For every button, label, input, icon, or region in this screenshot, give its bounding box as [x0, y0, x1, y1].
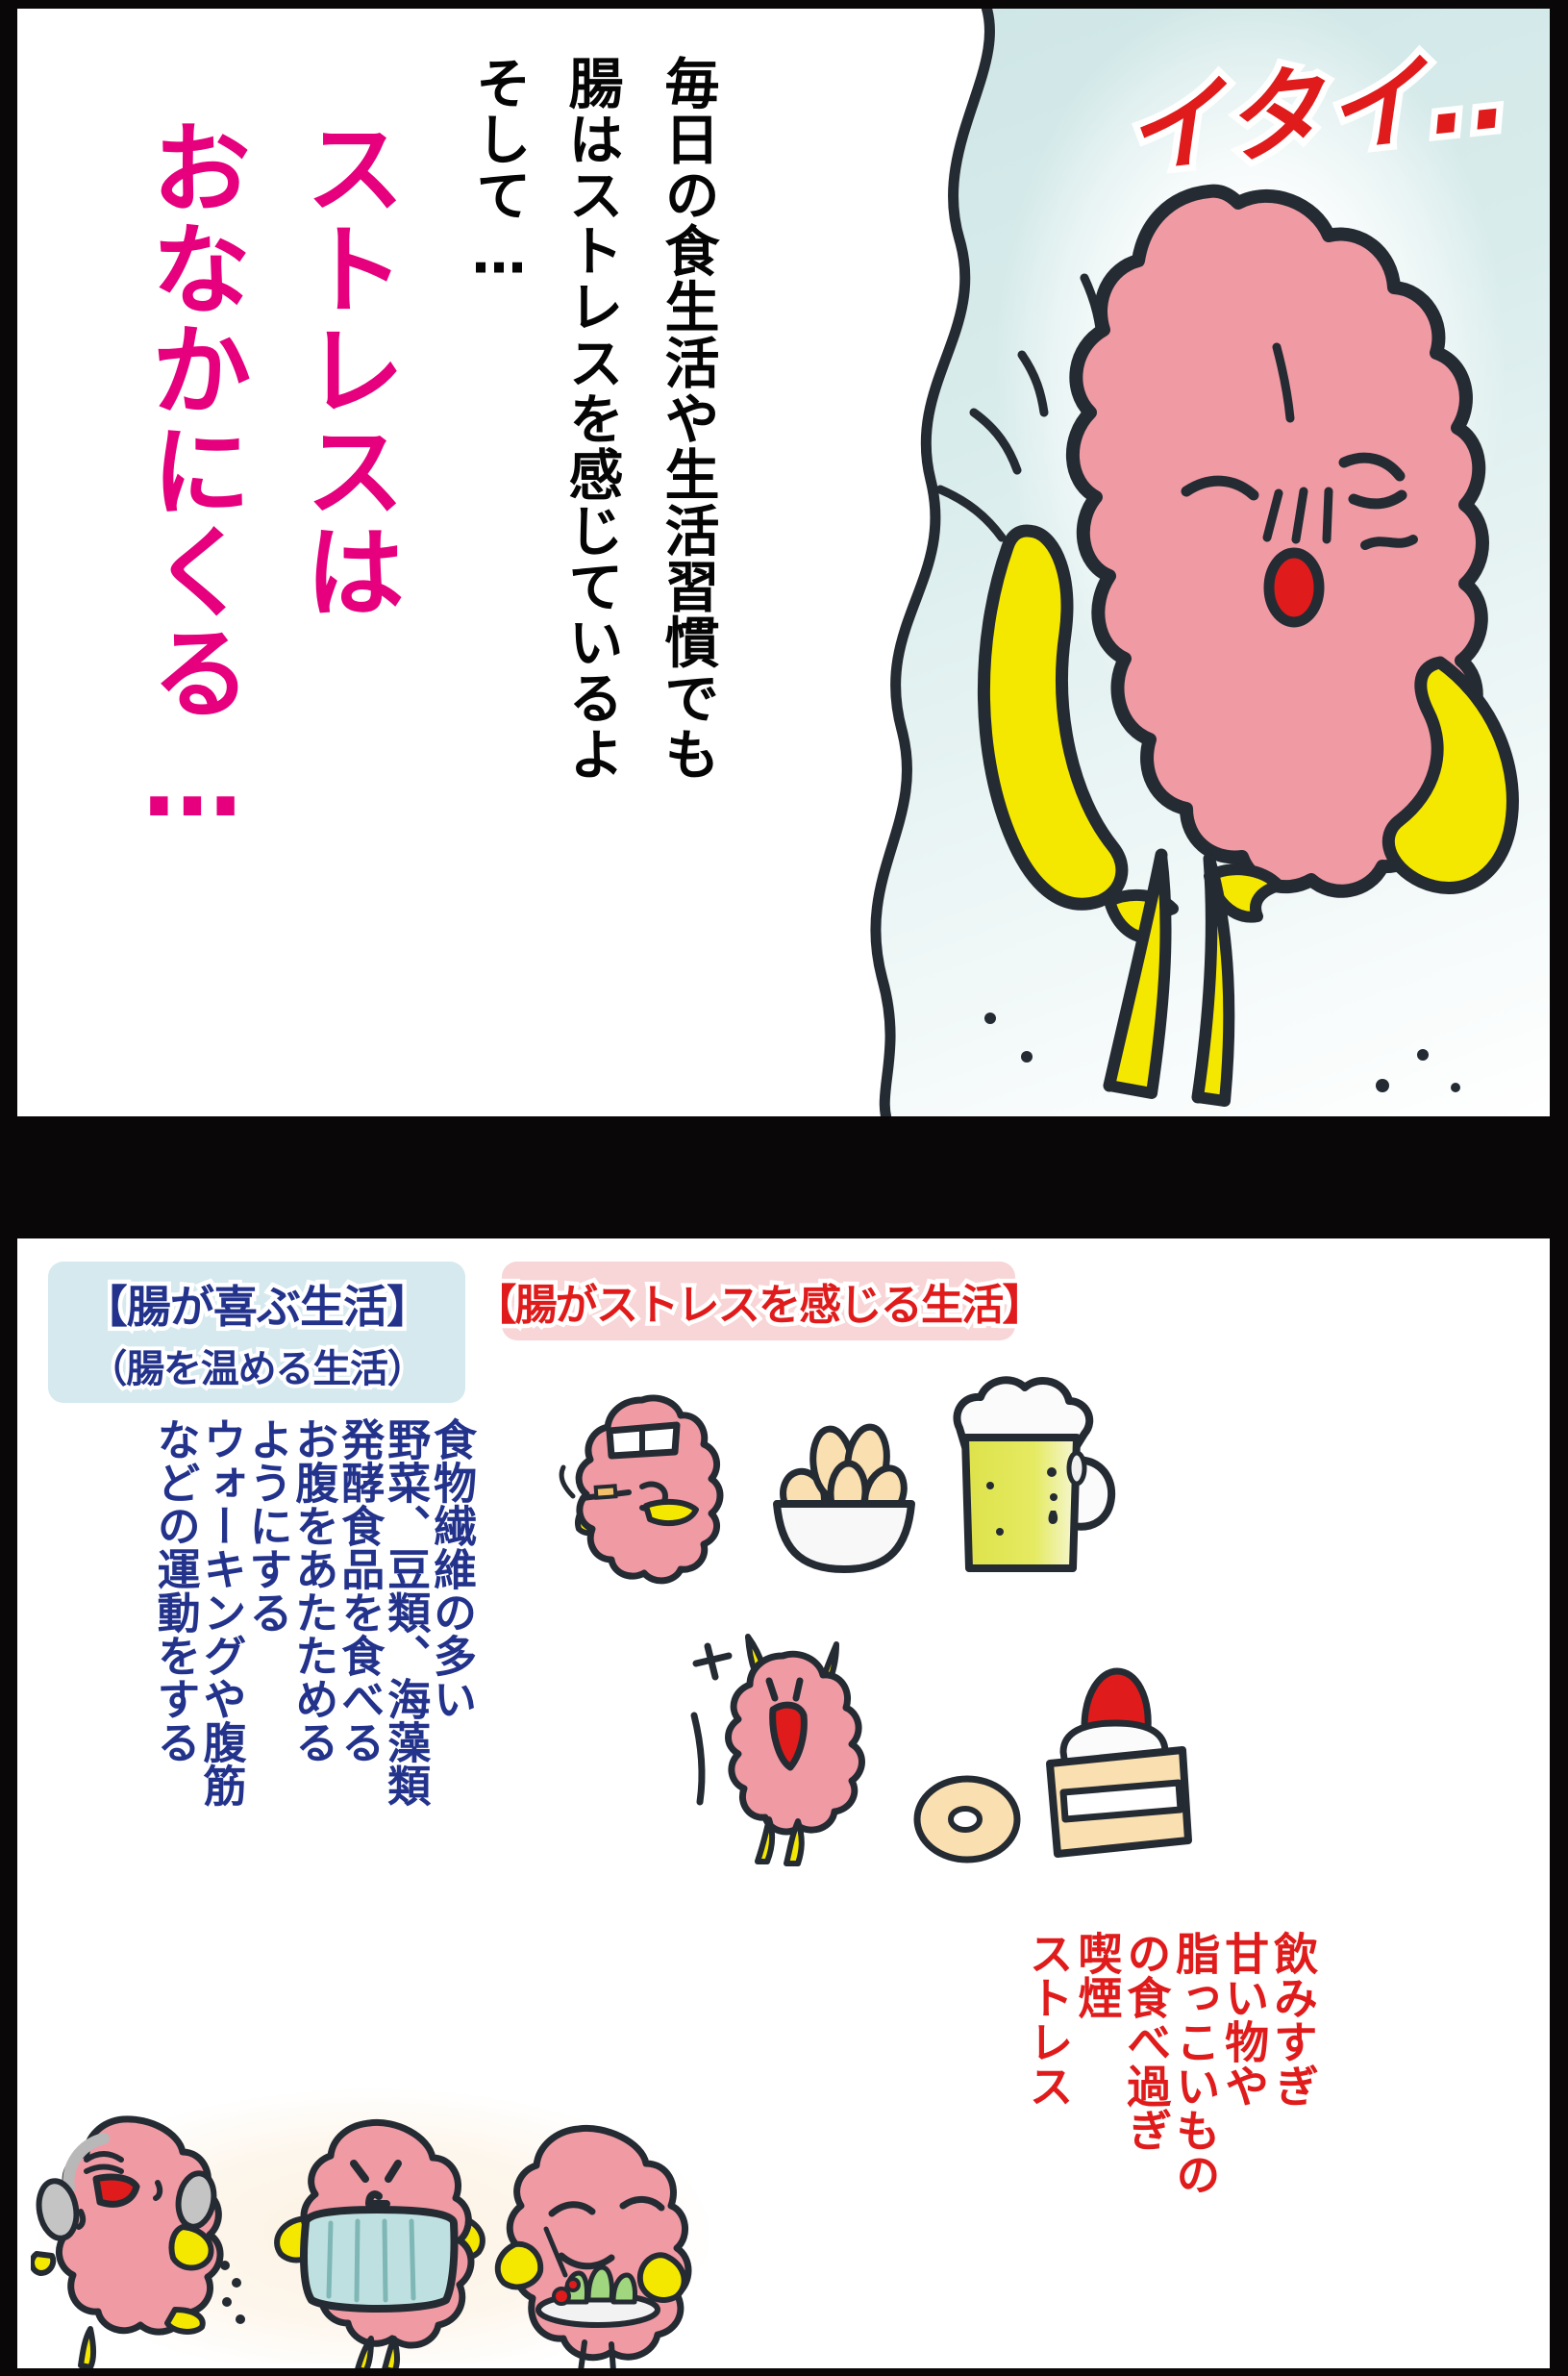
good-habit-item: ウォーキングや腹筋 [195, 1417, 247, 1807]
stress-habit-item: ストレス [1022, 1931, 1075, 2108]
stress-gut-habit-list: 飲みすぎ 甘い物や 脂っこいもの の食べ過ぎ 喫煙 ストレス [883, 1931, 1319, 2344]
narration-line-2: 腸はストレスを感じているよ [560, 55, 623, 782]
comic-panel-bottom: 【腸が喜ぶ生活】 （腸を温める生活） 【腸がストレスを感じる生活】 食物繊維の多… [17, 1238, 1550, 2368]
stress-habit-item: 飲みすぎ [1267, 1931, 1319, 2108]
mascot-eating-salad [494, 2124, 692, 2368]
good-habit-item: などの運動をする [149, 1417, 201, 1763]
intestine-mascot-in-pain [935, 184, 1519, 1107]
stress-habit-item: 脂っこいもの [1169, 1931, 1222, 2196]
narration-line-1: 毎日の食生活や生活習慣でも [656, 55, 719, 782]
header-good-gut-sub: （腸を温める生活） [85, 1343, 429, 1395]
narration-line-3: そして… [467, 55, 531, 288]
header-good-gut-main: 【腸が喜ぶ生活】 [79, 1276, 436, 1337]
stress-habit-item: の食べ過ぎ [1120, 1931, 1173, 2152]
walking-mascot-with-headphones [31, 2115, 245, 2368]
good-habit-item: 発酵食品を食べる [334, 1417, 386, 1763]
stress-habit-item: 甘い物や [1218, 1931, 1271, 2108]
mascot-with-belly-warmer [274, 2118, 485, 2368]
good-habit-item: 食物繊維の多い [426, 1417, 477, 1720]
bowl-of-fried-food [773, 1423, 915, 1573]
good-habit-item: 野菜、豆類、海藻類 [380, 1417, 432, 1807]
headline-line-1: ストレスは [287, 116, 405, 622]
good-habit-item: ようにする [241, 1417, 293, 1634]
header-stressed-gut-main: 【腸がストレスを感じる生活】 [470, 1277, 1049, 1335]
donut [913, 1775, 1021, 1863]
mascot-smoking-with-sunglasses [559, 1394, 724, 1585]
good-gut-habit-list: 食物繊維の多い 野菜、豆類、海藻類 発酵食品を食べる お腹をあたためる ようにす… [50, 1417, 477, 2090]
headline-line-2: おなかにくる… [134, 116, 251, 841]
header-stressed-gut-lifestyle: 【腸がストレスを感じる生活】 [470, 1262, 1049, 1340]
angry-shouting-mascot [690, 1634, 865, 1866]
stress-habit-item: 喫煙 [1071, 1931, 1124, 2019]
beer-mug [953, 1376, 1116, 1572]
header-good-gut-lifestyle: 【腸が喜ぶ生活】 （腸を温める生活） [48, 1262, 465, 1403]
comic-panel-top: イタイ.. 毎日の食生活や生活習慣でも 腸はストレスを感じているよ そして… ス… [17, 9, 1550, 1116]
strawberry-shortcake [1046, 1667, 1192, 1858]
good-habit-item: お腹をあたためる [287, 1417, 339, 1763]
